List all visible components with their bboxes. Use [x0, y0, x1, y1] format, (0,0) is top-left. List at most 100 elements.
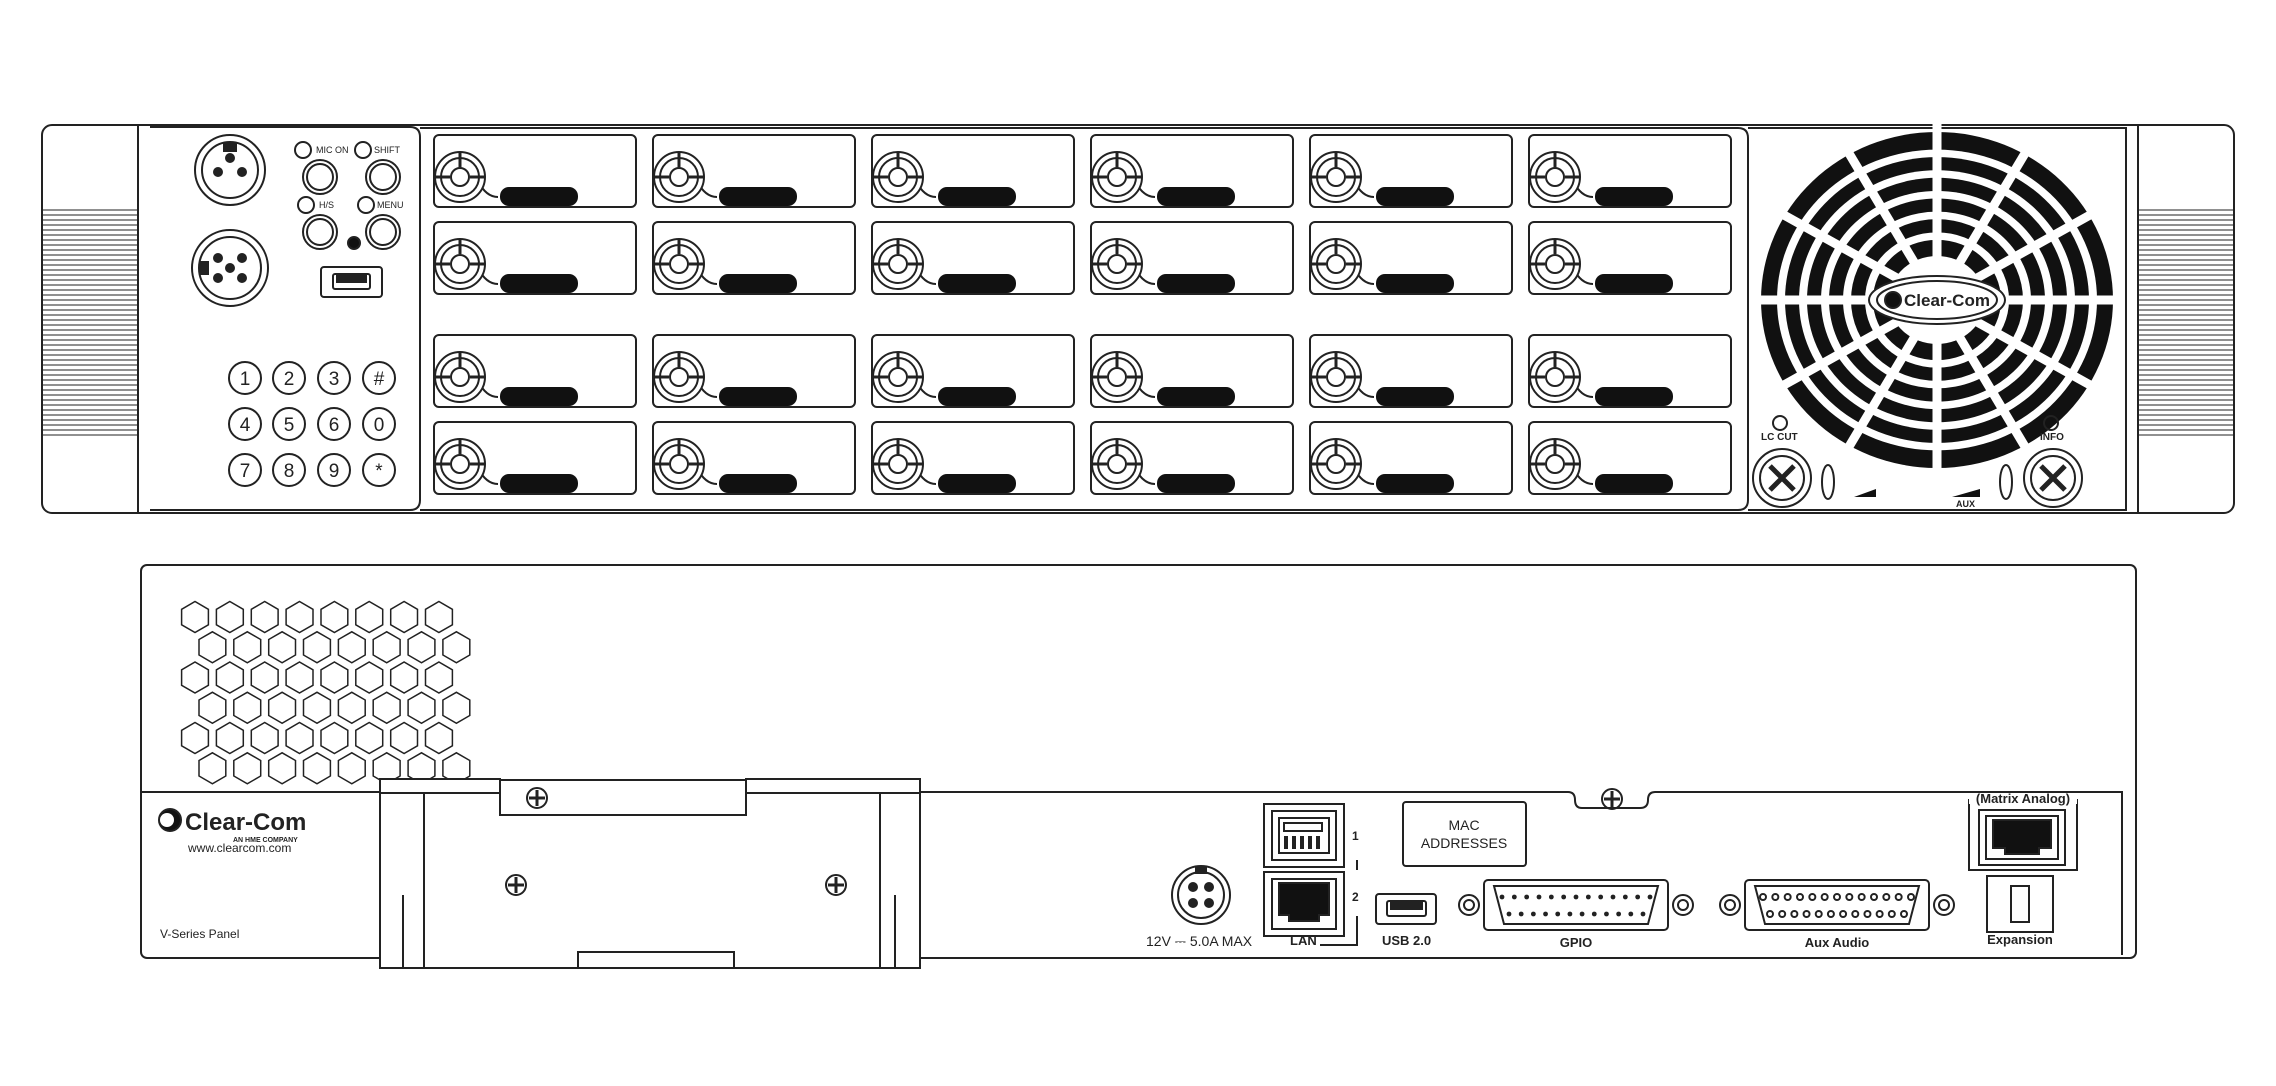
keypad-key-outline	[228, 361, 262, 395]
key-module[interactable]	[433, 421, 637, 495]
key-module[interactable]	[871, 134, 1075, 208]
key-lever-knob	[872, 238, 924, 290]
keypad-key[interactable]: 2	[272, 361, 306, 395]
lc-cut-knob[interactable]	[1752, 448, 1812, 508]
key-module-label-strip	[938, 387, 1016, 406]
keypad-key[interactable]: 6	[317, 407, 351, 441]
db25-pin	[1548, 894, 1554, 900]
keypad-key[interactable]: 0	[362, 407, 396, 441]
shift-button[interactable]	[365, 159, 401, 195]
gpio-label: GPIO	[1560, 935, 1593, 950]
key-module[interactable]	[1090, 421, 1294, 495]
key-lever-center	[1545, 454, 1565, 474]
speaker-rib	[1774, 315, 1905, 393]
keypad-key[interactable]: 5	[272, 407, 306, 441]
key-module[interactable]	[433, 334, 637, 408]
matrix-analog-port[interactable]	[1978, 809, 2066, 866]
aux-audio-db25-connector[interactable]	[1719, 879, 1955, 931]
hex-vent-hole	[198, 751, 227, 785]
hex-vent-hole	[424, 600, 454, 634]
info-knob[interactable]	[2023, 448, 2083, 508]
hex-vent-hole	[320, 600, 349, 634]
key-lever-knob	[1091, 438, 1143, 490]
db25-pin	[1506, 911, 1512, 917]
key-module-label-strip	[500, 387, 578, 406]
key-module[interactable]	[871, 421, 1075, 495]
hex-vent-hole	[215, 721, 245, 755]
xlr-5pin-headset-connector	[191, 229, 269, 307]
key-lever-center	[669, 367, 689, 387]
key-module[interactable]	[1528, 334, 1732, 408]
key-module[interactable]	[1090, 134, 1294, 208]
key-module-label-strip	[500, 187, 578, 206]
key-lever-knob	[872, 151, 924, 203]
lan-port-2[interactable]	[1263, 871, 1345, 937]
keypad-key[interactable]: 4	[228, 407, 262, 441]
gpio-db25-connector[interactable]	[1458, 879, 1694, 931]
key-lever-spokes	[1312, 353, 1360, 379]
speaker-rib	[1774, 207, 1905, 285]
db25-pin	[1604, 911, 1609, 917]
key-module[interactable]	[652, 221, 856, 295]
keypad-key-label: 2	[284, 369, 295, 390]
rear-panel: Clear-Com AN HME COMPANY www.clearcom.co…	[140, 564, 2137, 969]
db25-socket	[1882, 893, 1891, 901]
menu-button[interactable]	[365, 214, 401, 250]
keypad-key[interactable]: 9	[317, 453, 351, 487]
key-module-label-strip	[938, 274, 1016, 293]
keypad-key[interactable]: 3	[317, 361, 351, 395]
key-module-frame	[871, 334, 1075, 408]
key-module[interactable]	[871, 221, 1075, 295]
keypad-key[interactable]: *	[362, 453, 396, 487]
mic-on-button[interactable]	[302, 159, 338, 195]
hex-vent-hole	[355, 661, 384, 694]
key-module[interactable]	[1090, 334, 1294, 408]
key-module-label-strip	[1595, 387, 1673, 406]
db25-socket	[1820, 893, 1829, 901]
key-lever-spokes	[1312, 440, 1360, 466]
info-indicator	[1999, 464, 2013, 500]
key-lever-knob	[872, 351, 924, 403]
key-module[interactable]	[433, 221, 637, 295]
key-module[interactable]	[1528, 221, 1732, 295]
key-module[interactable]	[1309, 334, 1513, 408]
expansion-port[interactable]	[1986, 875, 2054, 933]
key-module[interactable]	[1309, 221, 1513, 295]
key-module[interactable]	[1309, 134, 1513, 208]
key-module[interactable]	[1528, 421, 1732, 495]
key-module[interactable]	[652, 334, 856, 408]
key-module[interactable]	[652, 134, 856, 208]
key-lever-center	[450, 167, 470, 187]
hex-vent-hole	[355, 600, 384, 634]
db25-socket	[1870, 893, 1878, 901]
keypad-key[interactable]: 1	[228, 361, 262, 395]
hex-vent-hole	[442, 630, 471, 664]
key-lever-knob	[653, 351, 705, 403]
key-module[interactable]	[1090, 221, 1294, 295]
key-lever-center	[1107, 167, 1127, 187]
usb-port[interactable]	[1375, 893, 1437, 925]
key-module[interactable]	[1309, 421, 1513, 495]
lan-port-1[interactable]	[1263, 803, 1345, 868]
db25-socket	[1808, 893, 1817, 901]
key-module[interactable]	[433, 134, 637, 208]
speaker-rib	[1953, 330, 2034, 457]
hs-button[interactable]	[302, 214, 338, 250]
rear-brand-logo: Clear-Com AN HME COMPANY	[158, 808, 306, 844]
keypad-key-label: *	[375, 461, 383, 482]
keypad-key[interactable]: #	[362, 361, 396, 395]
key-module[interactable]	[871, 334, 1075, 408]
mac-label-line1: MAC	[1448, 817, 1479, 833]
keypad-key[interactable]: 8	[272, 453, 306, 487]
hex-vent-hole	[389, 661, 419, 694]
db25-socket	[1900, 910, 1908, 918]
usb-label: USB 2.0	[1382, 933, 1431, 948]
keypad-key[interactable]: 7	[228, 453, 262, 487]
key-module-frame	[1309, 134, 1513, 208]
power-label: 12V ⎓ 5.0A MAX	[1146, 933, 1253, 949]
keypad-key-outline	[362, 361, 396, 395]
hex-vent-hole	[320, 661, 349, 694]
lc-cut-indicator	[1821, 464, 1835, 500]
key-module[interactable]	[652, 421, 856, 495]
key-module[interactable]	[1528, 134, 1732, 208]
